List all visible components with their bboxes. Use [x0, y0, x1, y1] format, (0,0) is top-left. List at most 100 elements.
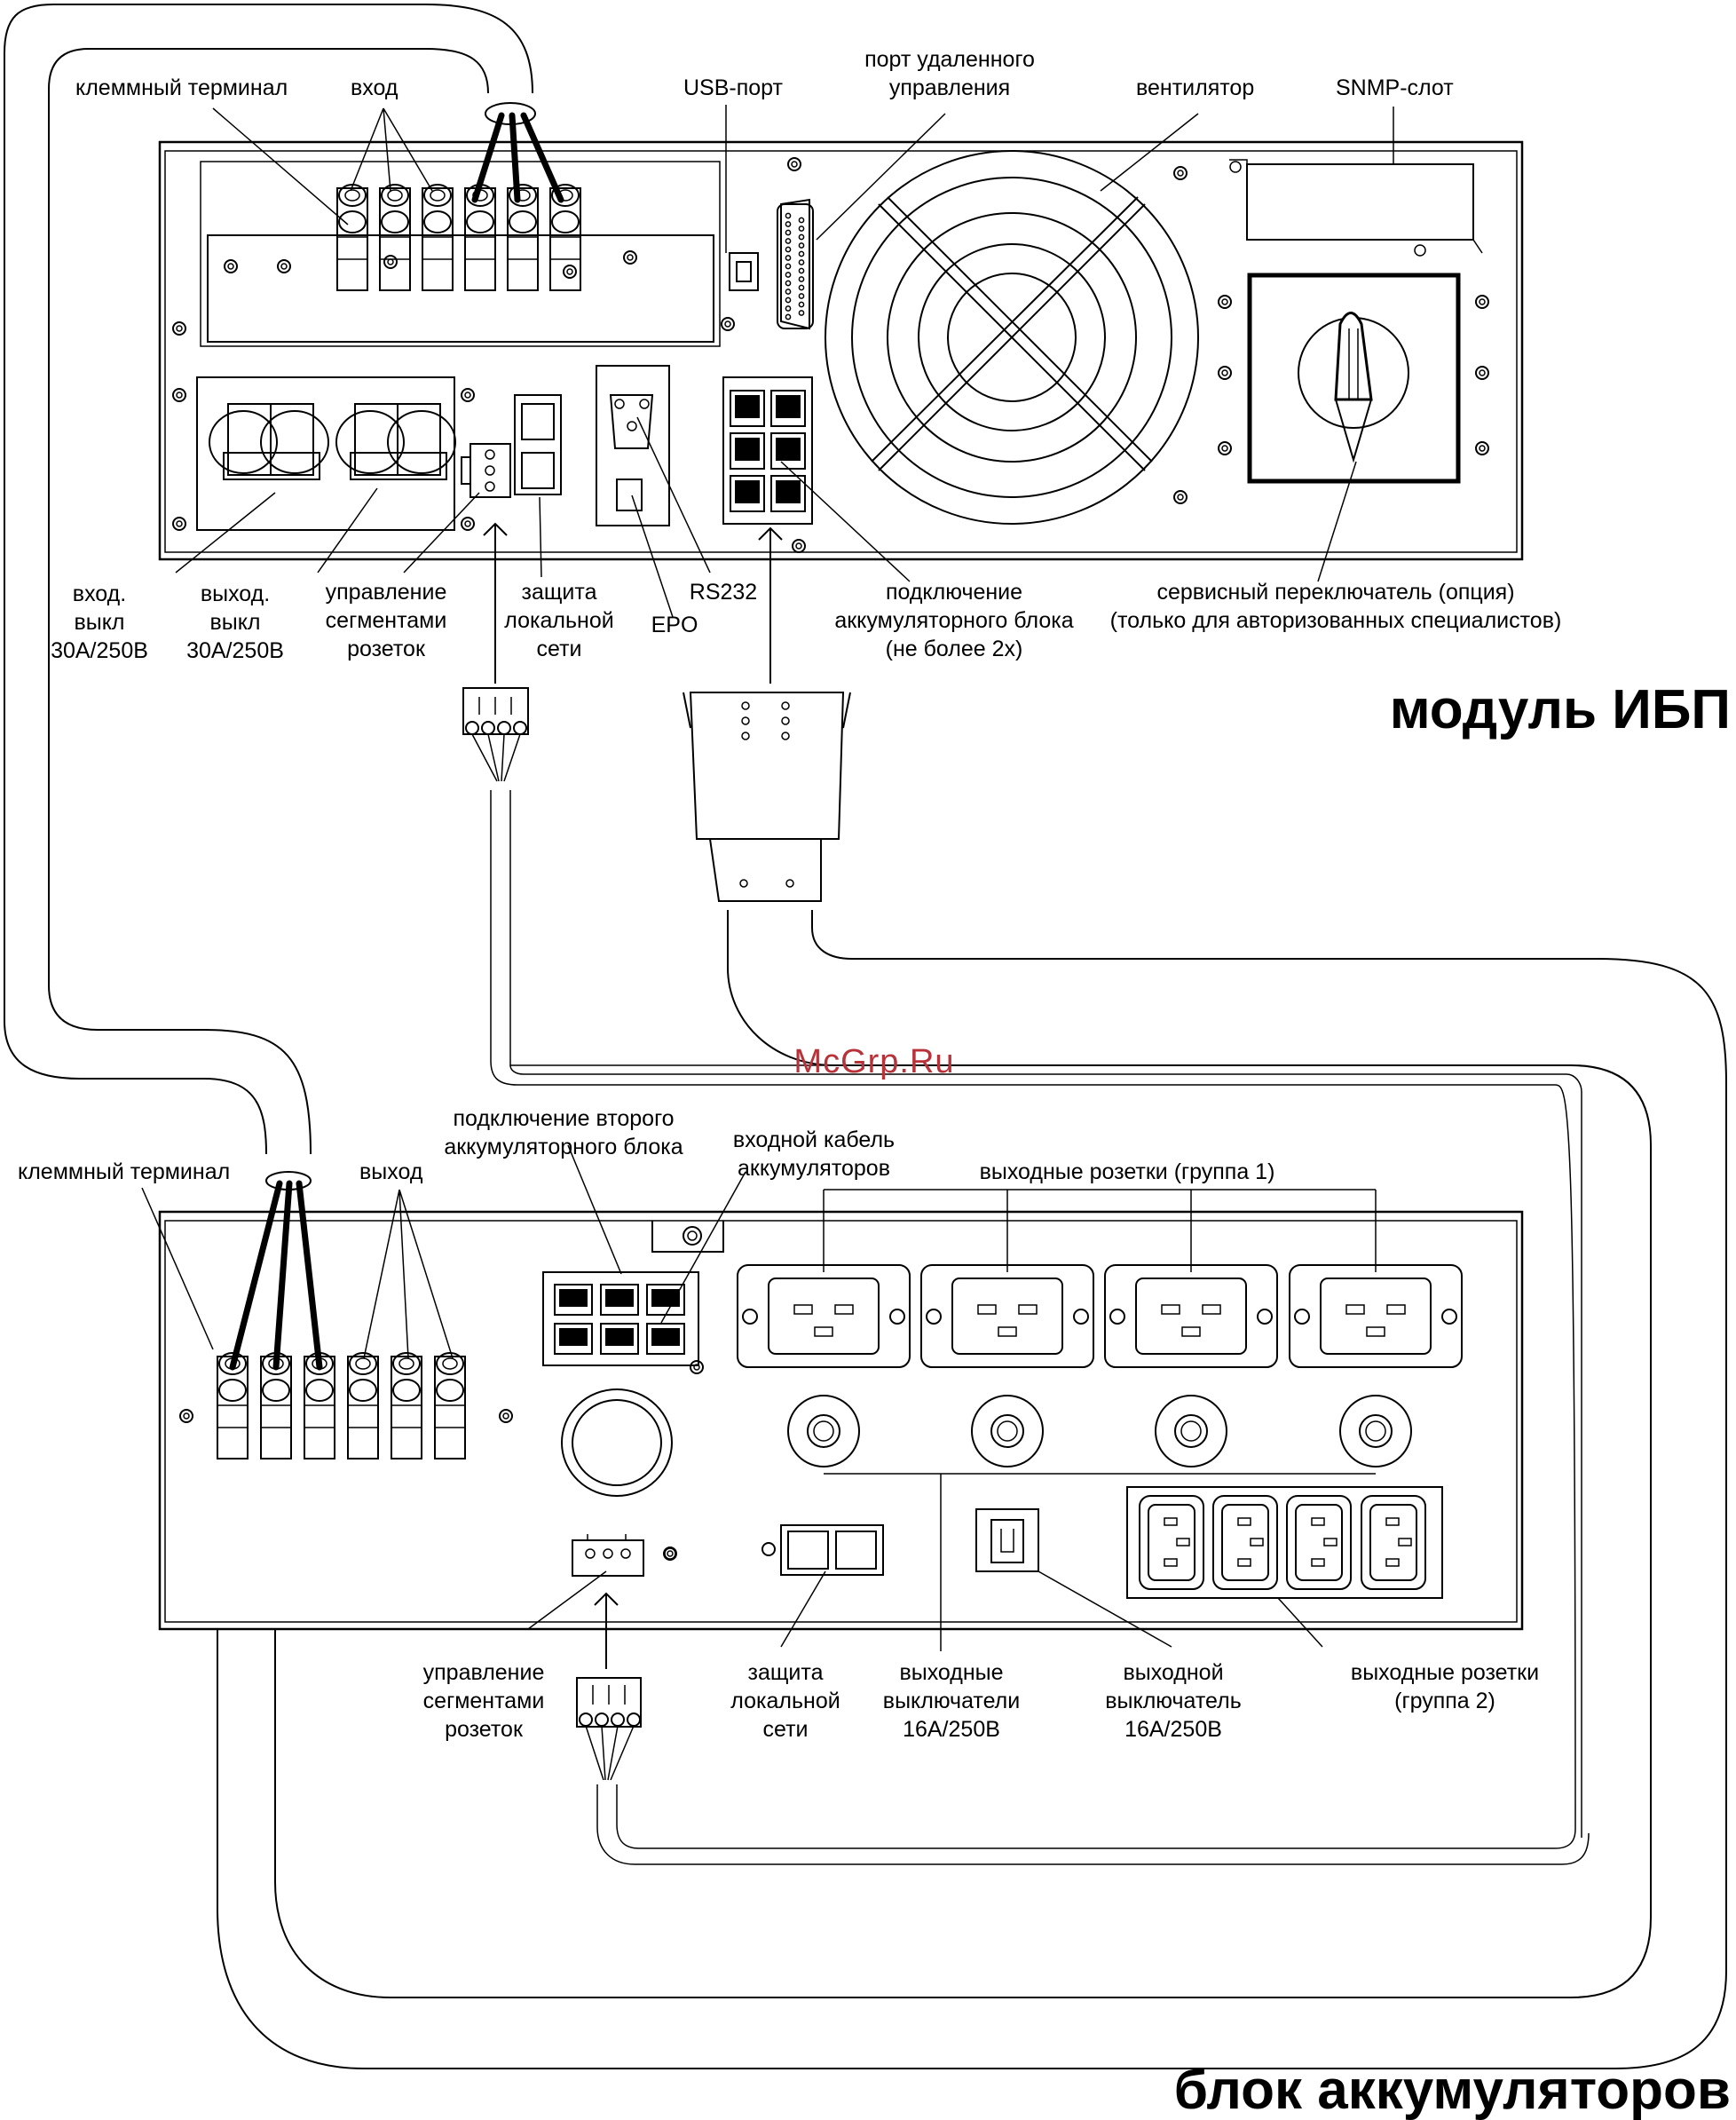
battery-terminal-screw-5: [392, 1352, 421, 1375]
ups-hole-8-core: [464, 392, 471, 399]
ups-battery-pin-core-5: [735, 480, 760, 503]
outlets-group1-label: выходные розетки (группа 1): [980, 1159, 1275, 1184]
outlets-group2-label-2: (группа 2): [1394, 1689, 1495, 1713]
ups-terminal-screw-core-1: [344, 189, 360, 202]
battery-terminal-clamp-3: [305, 1379, 334, 1402]
ups-module-title: модуль ИБП: [1390, 679, 1731, 740]
output-breakers-label-1: выходные: [899, 1660, 1003, 1685]
db25-pin-b10: [798, 293, 805, 299]
outlet-g1-4-screw-r: [1441, 1309, 1457, 1325]
ups-terminal-2: [379, 187, 411, 291]
ups-breaker-1-right: [260, 410, 329, 474]
ups-hole-4: [224, 259, 238, 273]
outlet-g1-3-socket: [1135, 1278, 1247, 1355]
ups-mount-holes: [172, 157, 1489, 553]
breaker-16a-2-button: [990, 1414, 1024, 1448]
epo-label: EPO: [651, 613, 698, 637]
outlet-g2-2-pin-3: [1237, 1558, 1251, 1567]
ups-hole-1-core: [280, 263, 288, 270]
ups-lan-protection-ports: [514, 394, 562, 495]
battery-terminal-divider-2: [261, 1404, 291, 1428]
outlet-g2-3-pin-3: [1311, 1558, 1325, 1567]
battery-terminal-screw-core-4: [355, 1357, 371, 1370]
ups-hole-12-core: [791, 161, 798, 168]
ups-hole-5: [172, 321, 186, 336]
battery-hole-4-core: [667, 1550, 674, 1557]
ups-battery-pin-6: [770, 475, 806, 512]
outlet-g1-4-socket: [1320, 1278, 1432, 1355]
ups-breakers: [196, 376, 456, 531]
battery-wires-to-terminal: [229, 1171, 323, 1371]
ups-hole-6: [172, 388, 186, 402]
ups-hole-19: [1475, 366, 1489, 380]
ups-hole-17: [1218, 441, 1232, 455]
service-switch-label-2: (только для авторизованных специалистов): [1110, 608, 1562, 633]
ups-terminal-6: [549, 187, 581, 291]
ups-terminal-divider-3: [422, 236, 453, 260]
battery-second-pin-2: [600, 1284, 639, 1316]
db25-pin-b9: [798, 284, 805, 291]
outlet-g1-2-pin-l: [977, 1304, 997, 1315]
snmp-slot: [1229, 159, 1483, 257]
ups-hole-5-core: [176, 325, 183, 332]
battery-input-cable-label-2: аккумуляторов: [738, 1156, 890, 1181]
db25-pin-a9: [785, 280, 792, 287]
ups-battery-plug: [683, 526, 851, 902]
db25-pin-a2: [785, 221, 792, 227]
ups-input-label: вход: [351, 75, 398, 100]
outlet-g1-3-pin-l: [1161, 1304, 1180, 1315]
ups-hole-14: [1173, 490, 1188, 504]
battery-hole-4: [663, 1546, 677, 1561]
ups-terminal-block: [336, 184, 581, 291]
db25-pin-a6: [785, 255, 792, 261]
outlet-g2-2-pin-2: [1250, 1538, 1264, 1546]
battery-input-cable-label-1: входной кабель: [733, 1127, 895, 1152]
breaker-16a-4-core: [1365, 1420, 1386, 1442]
ups-battery-pin-core-3: [735, 438, 760, 461]
battery-lan-protection-ports: [761, 1524, 884, 1576]
outlet-g1-3-pin-r: [1202, 1304, 1221, 1315]
battery-second-pin-4: [554, 1323, 593, 1355]
battery-hole-3: [690, 1360, 704, 1374]
battery-terminal-clamp-4: [349, 1379, 377, 1402]
outlets-group-2: [1126, 1486, 1443, 1599]
db25-pin-b3: [798, 233, 805, 241]
db25-pin-a7: [785, 263, 792, 270]
outlet-g1-1-screw-r: [889, 1309, 905, 1325]
battery-lan-label-3: сети: [763, 1717, 809, 1742]
db25-pin-a1: [785, 212, 792, 219]
ups-hole-13: [1173, 166, 1188, 180]
battery-terminal-divider-3: [304, 1404, 335, 1428]
outlet-g2-2: [1212, 1495, 1278, 1590]
outlet-g2-4-pin-1: [1385, 1517, 1400, 1526]
ups-hole-16-core: [1221, 369, 1228, 376]
ups-battery-connector: [722, 376, 813, 525]
service-switch-label-1: сервисный переключатель (опция): [1156, 580, 1514, 605]
db25-pin-b7: [798, 267, 805, 274]
ups-hole-9-core: [464, 520, 471, 527]
battery-hole-1: [179, 1409, 193, 1423]
ups-terminal-clamp-6: [551, 210, 580, 233]
ups-terminal-divider-1: [337, 236, 367, 260]
battery-connection-label-2: аккумуляторного блока: [834, 608, 1073, 633]
ups-hole-21-core: [795, 542, 802, 550]
output-breaker-single: [975, 1508, 1039, 1572]
battery-hole-2: [499, 1409, 513, 1423]
battery-second-pin-core-2: [605, 1289, 634, 1307]
ups-battery-pin-core-4: [776, 438, 801, 461]
ups-hole-2: [383, 255, 398, 269]
ups-lan-label-3: сети: [537, 637, 582, 661]
battery-terminal-divider-1: [217, 1404, 248, 1428]
battery-terminal-screw-1: [218, 1352, 247, 1375]
segment-control-cable-loop: [490, 790, 1590, 1865]
battery-terminal-divider-6: [435, 1404, 465, 1428]
ups-hole-11: [721, 317, 735, 331]
breaker-16a-1: [787, 1395, 860, 1467]
battery-terminal-screw-core-5: [398, 1357, 414, 1370]
second-battery-label-2: аккумуляторного блока: [444, 1135, 683, 1159]
ups-battery-pin-2: [770, 390, 806, 427]
outlet-g2-3-pin-1: [1311, 1517, 1325, 1526]
outlet-g2-2-pin-1: [1237, 1517, 1251, 1526]
second-battery-label-1: подключение второго: [453, 1106, 674, 1131]
